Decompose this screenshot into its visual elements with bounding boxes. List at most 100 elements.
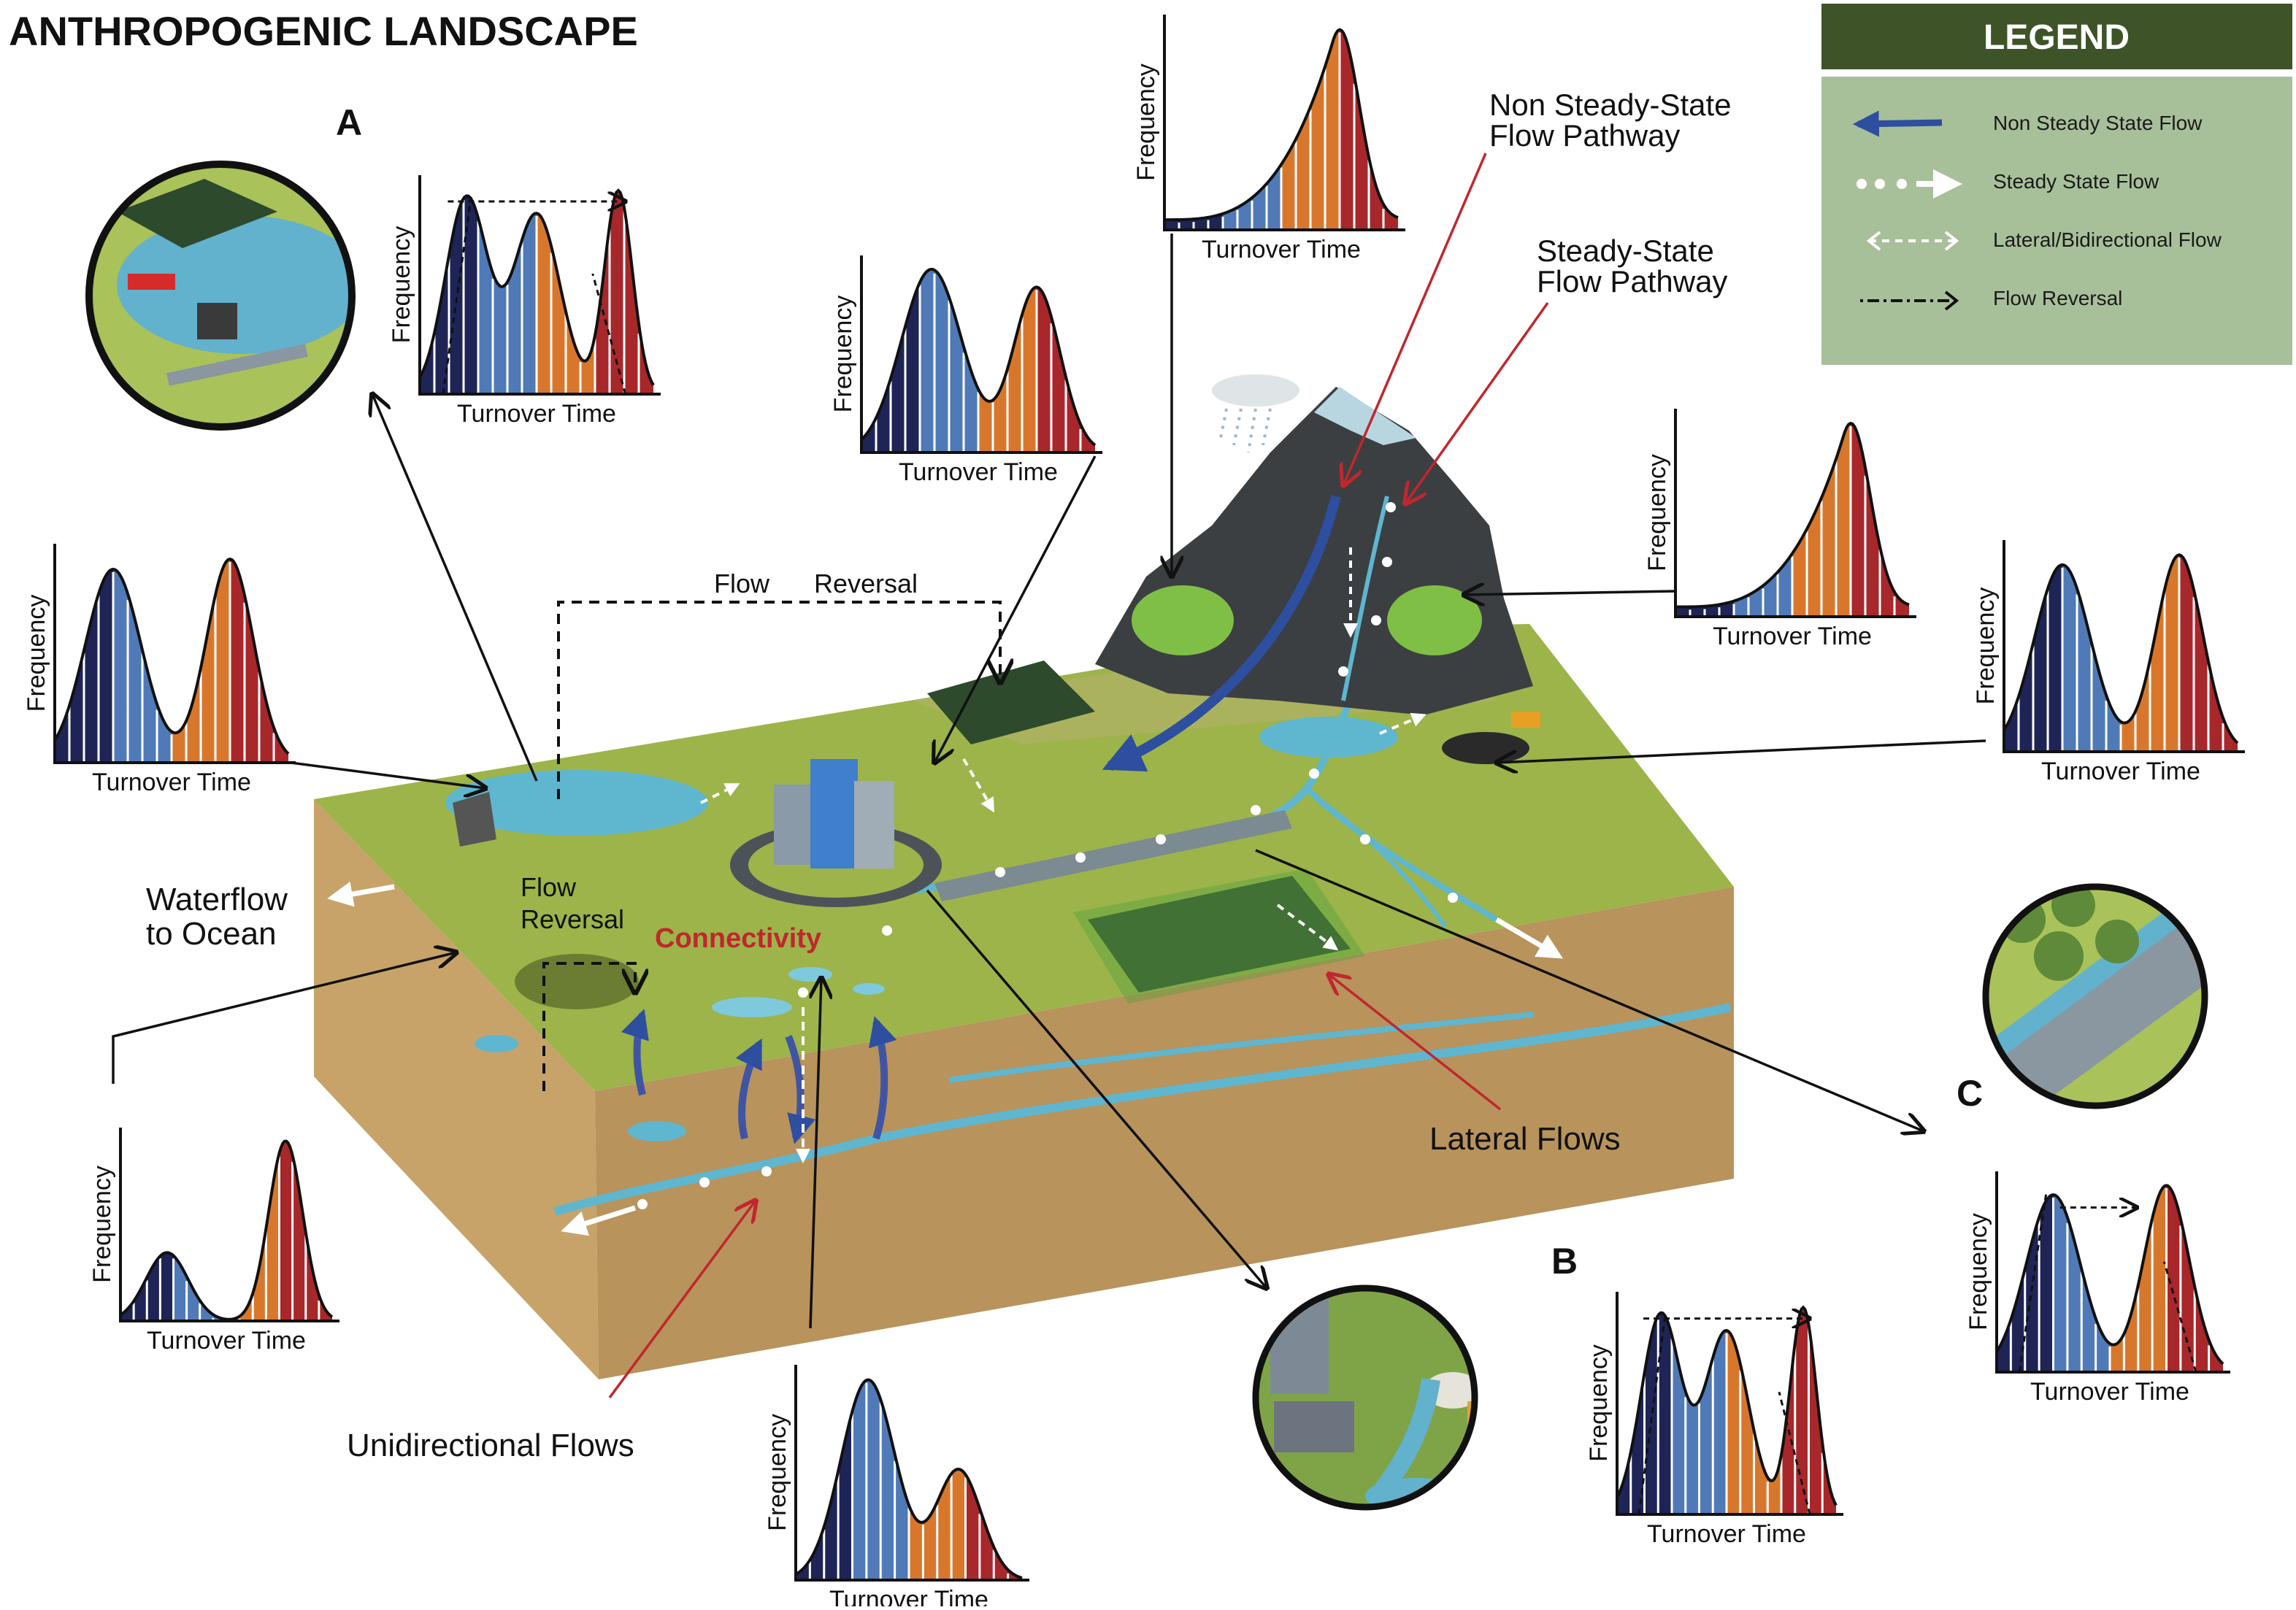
steady-label-1: Steady-State	[1537, 234, 1714, 268]
mountain-meadow	[1387, 585, 1482, 655]
legend-title: LEGEND	[1984, 18, 2130, 57]
underground-stream-1	[553, 1003, 1732, 1216]
aquifer-pocket	[475, 1035, 518, 1052]
distribution-plot-right: Turnover Time Frequency	[1972, 540, 2245, 785]
white-dot-arrow-icon	[1857, 169, 1962, 199]
blue-arrow-icon	[1852, 110, 1943, 137]
y-axis-title: Frequency	[829, 296, 857, 413]
soil-front-face	[314, 799, 599, 1379]
y-axis-title: Frequency	[23, 595, 50, 712]
plot-axes	[2003, 540, 2245, 753]
glass-tower	[810, 759, 858, 868]
x-axis-title: Turnover Time	[1647, 1520, 1806, 1548]
dashed-double-arrow-icon	[1866, 231, 1959, 251]
plot-axes	[794, 1365, 1029, 1582]
distribution-curve	[1675, 421, 1910, 609]
plot-axes	[1616, 1292, 1843, 1516]
non-steady-label-2: Flow Pathway	[1489, 118, 1680, 153]
x-axis-title: Turnover Time	[2041, 758, 2200, 785]
mountain	[1095, 374, 1533, 772]
component-dash	[1637, 1314, 1667, 1515]
plot-axes	[418, 175, 661, 396]
red-callout-lines	[608, 153, 1549, 1399]
component-dash	[2162, 1261, 2197, 1373]
distribution-curve	[53, 557, 290, 755]
x-axis-title: Turnover Time	[829, 1586, 988, 1606]
lateral-flow-arrows	[700, 547, 1427, 951]
x-axis-title: Turnover Time	[899, 458, 1058, 486]
distribution-plot-c: Turnover Time Frequency	[1965, 1171, 2230, 1406]
legend-item-steady: Steady State Flow	[1993, 170, 2159, 193]
pond	[853, 983, 885, 995]
plot-axes	[1995, 1171, 2230, 1374]
field-border	[1073, 868, 1365, 1004]
mountain-creek	[1341, 496, 1389, 701]
pond	[712, 997, 792, 1017]
flow-reversal-left-bracket	[542, 962, 635, 1091]
steady-flow-outlet-arrow	[561, 1205, 637, 1236]
legend-item-lateral: Lateral/Bidirectional Flow	[1993, 228, 2222, 251]
legend-header	[1821, 4, 2292, 69]
y-axis-title: Frequency	[1965, 1213, 1992, 1330]
legend-item-reversal: Flow Reversal	[1993, 287, 2122, 309]
inset-circle-c	[1982, 883, 2208, 1109]
distribution-curve	[794, 1378, 1023, 1579]
inset-circle-a	[85, 161, 356, 431]
crop-field-lower	[1088, 876, 1351, 993]
underground-stream-2	[948, 1012, 1534, 1083]
soil-right-face	[595, 887, 1734, 1379]
steady-state-flow-dots	[637, 502, 1458, 1209]
inset-label-c: C	[1957, 1073, 1983, 1114]
x-axis-title: Turnover Time	[1713, 623, 1872, 650]
mine-pit	[1442, 732, 1529, 764]
y-axis-title: Frequency	[388, 226, 415, 344]
x-axis-title: Turnover Time	[2030, 1378, 2189, 1406]
legend-box: LEGEND Non Steady State Flow Steady Stat…	[1821, 4, 2292, 365]
plot-axes	[1163, 15, 1405, 231]
page-title: ANTHROPOGENIC LANDSCAPE	[9, 8, 638, 54]
non-steady-state-flow-arrow	[1102, 495, 1341, 772]
wetland-patch	[515, 954, 639, 1009]
plot-axes	[860, 255, 1102, 454]
y-axis-title: Frequency	[1972, 588, 2000, 705]
distribution-curve	[119, 1139, 334, 1321]
steady-label-2: Flow Pathway	[1537, 264, 1727, 298]
dam	[453, 792, 496, 847]
x-axis-title: Turnover Time	[92, 769, 251, 796]
component-dash	[442, 196, 472, 395]
plot-axes	[53, 544, 296, 764]
flow-reversal-top-2: Reversal	[814, 569, 918, 598]
distribution-curve	[2003, 553, 2239, 744]
component-dash	[591, 273, 627, 395]
flow-reversal-left-2: Reversal	[521, 904, 624, 934]
river-branch	[1313, 793, 1448, 928]
reservoir-lake	[445, 770, 708, 836]
distribution-plot-top-center: Turnover Time Frequency	[829, 255, 1102, 486]
inset-label-a: A	[336, 102, 362, 143]
plot-axes	[1674, 409, 1916, 618]
y-axis-title: Frequency	[1132, 63, 1160, 181]
distribution-plot-left: Turnover Time Frequency	[23, 544, 296, 796]
mountain-meadow	[1132, 585, 1234, 655]
lateral-flows-label: Lateral Flows	[1429, 1121, 1621, 1157]
rain	[1219, 408, 1272, 453]
non-steady-label-1: Non Steady-State	[1489, 88, 1732, 122]
dash-dot-arrow-icon	[1860, 290, 1959, 311]
inset-circle-b	[1252, 1284, 1478, 1511]
groundwater-exchange-arrows	[621, 1009, 897, 1144]
x-axis-title: Turnover Time	[1202, 236, 1361, 263]
waterflow-to-ocean-arrow	[327, 881, 395, 907]
waterflow-label-2: to Ocean	[146, 916, 277, 952]
x-axis-title: Turnover Time	[147, 1327, 306, 1355]
inset-label-b: B	[1551, 1241, 1578, 1282]
steady-flow-river-arrow	[1495, 917, 1564, 959]
mountain-lake	[1259, 717, 1398, 758]
highway-road	[934, 810, 1292, 901]
distribution-curve	[860, 267, 1097, 447]
